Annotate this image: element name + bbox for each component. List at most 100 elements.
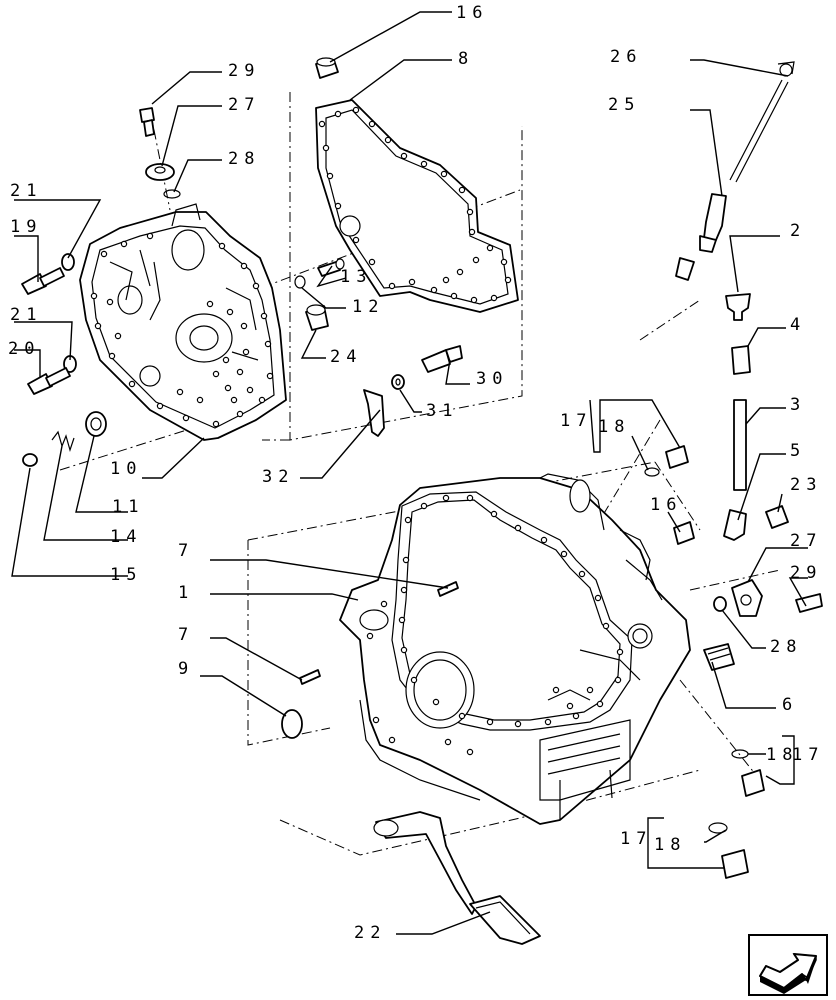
plug-part-17-mid: [741, 769, 765, 797]
callout-1: 1: [178, 583, 194, 603]
pin-part-7-upper: [437, 581, 459, 597]
housing-holes-bolt-hole: [400, 586, 408, 594]
callout-17-top: 17: [560, 411, 592, 431]
callout-17-mid: 17: [792, 745, 824, 765]
bolt-part-19: [21, 267, 65, 295]
cover-holes-bolt-hole: [146, 232, 154, 240]
housing-holes-bolt-hole: [432, 698, 440, 706]
plug-part-16-top: [315, 57, 339, 79]
callout-31: 31: [426, 401, 458, 421]
callout-32: 32: [262, 467, 294, 487]
housing-holes-bolt-hole: [388, 736, 396, 744]
leader-lines: [11, 11, 808, 935]
gasket-holes-bolt-hole: [334, 110, 342, 118]
cover-holes-bolt-hole: [120, 240, 128, 248]
cover-holes-bolt-hole: [176, 388, 184, 396]
cover-holes-bolt-hole: [246, 386, 254, 394]
next-page-arrow-icon[interactable]: [748, 934, 828, 996]
cover-holes-bolt-hole: [222, 356, 230, 364]
gasket-holes-bolt-hole: [384, 136, 392, 144]
gasket-holes-bolt-hole: [450, 292, 458, 300]
callout-13: 13: [340, 267, 372, 287]
cover-holes-bolt-hole: [156, 402, 164, 410]
callout-7-lower: 7: [178, 625, 194, 645]
gasket-holes-bolt-hole: [408, 278, 416, 286]
gasket-holes-bolt-hole: [472, 256, 480, 264]
washer-part-27-top: [145, 163, 175, 181]
cover-holes-bolt-hole: [258, 396, 266, 404]
callout-6: 6: [782, 695, 798, 715]
tube-part-3: [733, 399, 747, 491]
callout-18-top: 18: [598, 417, 630, 437]
housing-holes-bolt-hole: [596, 700, 604, 708]
housing-holes-bolt-hole: [544, 718, 552, 726]
transmission-housing-part-1: [339, 473, 691, 825]
cover-holes-bolt-hole: [196, 396, 204, 404]
gasket-holes-bolt-hole: [334, 202, 342, 210]
gasket-holes-bolt-hole: [368, 120, 376, 128]
housing-holes-bolt-hole: [572, 712, 580, 720]
gasket-holes-bolt-hole: [490, 294, 498, 302]
callout-30: 30: [476, 369, 508, 389]
gasket-holes-bolt-hole: [352, 236, 360, 244]
housing-holes-bolt-hole: [410, 676, 418, 684]
plug-part-17-top: [665, 445, 689, 469]
cover-holes-bolt-hole: [106, 298, 114, 306]
cover-holes-bolt-hole: [236, 410, 244, 418]
callout-28-side: 28: [770, 637, 802, 657]
callout-27-side: 27: [790, 531, 822, 551]
housing-holes-bolt-hole: [372, 716, 380, 724]
cover-disc-part-9: [281, 709, 303, 739]
callout-12: 12: [352, 297, 384, 317]
callout-29-top: 29: [228, 61, 260, 81]
o-ring-part-18-top: [644, 467, 660, 477]
housing-holes-bolt-hole: [366, 632, 374, 640]
cover-holes-bolt-hole: [230, 396, 238, 404]
o-ring-part-28-side: [713, 596, 727, 612]
callout-18-bottom: 18: [654, 835, 686, 855]
cover-holes-bolt-hole: [212, 370, 220, 378]
housing-holes-bolt-hole: [490, 510, 498, 518]
cover-holes-bolt-hole: [94, 322, 102, 330]
gasket-holes-bolt-hole: [486, 244, 494, 252]
o-ring-part-18-bottom: [708, 822, 728, 834]
callout-9: 9: [178, 659, 194, 679]
gasket-holes-bolt-hole: [322, 144, 330, 152]
housing-holes-bolt-hole: [380, 600, 388, 608]
callout-14: 14: [110, 527, 142, 547]
cover-holes-bolt-hole: [260, 312, 268, 320]
gasket-holes-bolt-hole: [388, 282, 396, 290]
gasket-holes-bolt-hole: [420, 160, 428, 168]
callout-29-side: 29: [790, 563, 822, 583]
callout-24: 24: [330, 347, 362, 367]
cover-holes-bolt-hole: [240, 262, 248, 270]
plug-part-23: [765, 505, 789, 529]
bolt-part-20: [27, 367, 71, 395]
washer-part-31: [391, 374, 405, 390]
flange-part-27-side: [731, 579, 763, 617]
housing-holes-bolt-hole: [540, 536, 548, 544]
arrow-glyph: [758, 953, 817, 994]
callout-11: 11: [112, 497, 144, 517]
gasket-holes-bolt-hole: [500, 258, 508, 266]
cover-holes-bolt-hole: [224, 384, 232, 392]
housing-holes-bolt-hole: [466, 494, 474, 502]
gasket-holes-bolt-hole: [442, 276, 450, 284]
o-ring-part-18-mid: [731, 749, 749, 759]
callout-22: 22: [354, 923, 386, 943]
housing-holes-bolt-hole: [594, 594, 602, 602]
housing-holes-bolt-hole: [400, 646, 408, 654]
gasket-holes-bolt-hole: [400, 152, 408, 160]
housing-holes-bolt-hole: [586, 686, 594, 694]
callout-17-bottom: 17: [620, 829, 652, 849]
dipstick-tube-part-25: [675, 193, 727, 281]
housing-holes-bolt-hole: [514, 720, 522, 728]
cover-holes-bolt-hole: [226, 308, 234, 316]
callout-16-side: 16: [650, 495, 682, 515]
callout-21-top: 21: [10, 181, 42, 201]
housing-holes-bolt-hole: [404, 516, 412, 524]
bracket-part-32: [363, 389, 385, 437]
callout-28-top: 28: [228, 149, 260, 169]
cover-holes-bolt-hole: [264, 340, 272, 348]
